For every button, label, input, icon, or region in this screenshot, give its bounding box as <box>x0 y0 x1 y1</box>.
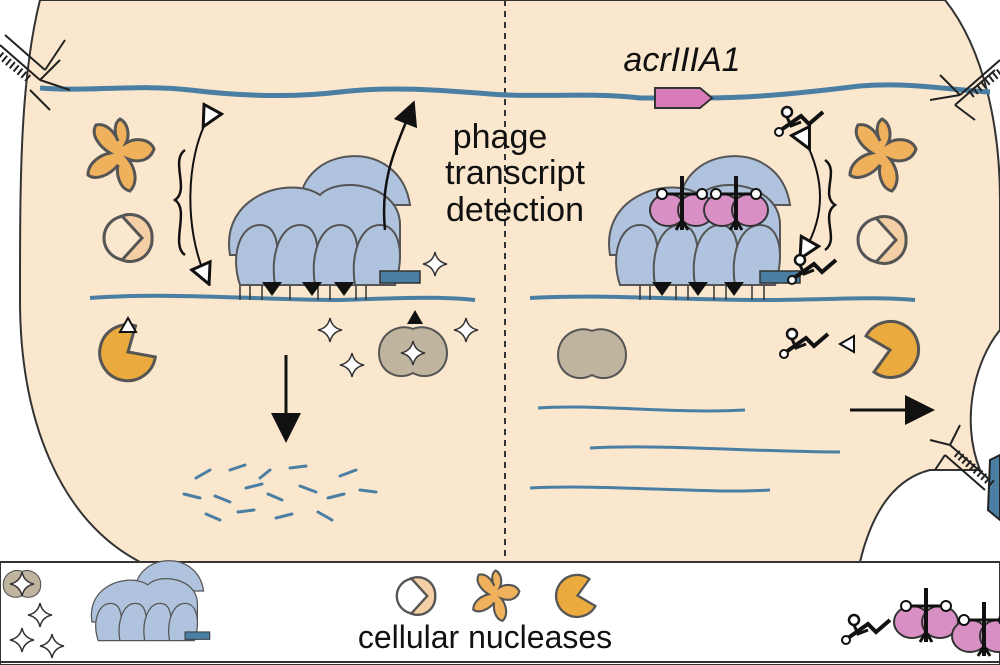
phage-genome-strand <box>39 82 991 101</box>
phage-tail-icon <box>929 59 1000 121</box>
activator-triangle-icon <box>837 334 855 354</box>
nuclease-grey-icon <box>557 328 627 380</box>
activator-triangle-icon <box>407 310 423 324</box>
phage-label-line2: transcript <box>445 154 585 192</box>
cas-active-sites <box>652 282 744 296</box>
activator-triangle-icon <box>118 315 138 333</box>
phage-tail-icon <box>929 424 995 491</box>
cell-cytoplasm <box>18 0 1000 563</box>
acr-gene-box <box>654 87 714 109</box>
phage-capsid-icon <box>986 453 1000 522</box>
phage-label-line3: detection <box>446 191 584 229</box>
cas-active-sites <box>262 282 354 296</box>
gene-label: acrIIIA1 <box>623 41 740 79</box>
phage-label-line1: phage <box>453 118 548 156</box>
brace-icon <box>172 148 186 257</box>
transcript-arrow <box>382 100 418 231</box>
double-arrow-icon <box>190 118 208 275</box>
brace-icon <box>824 158 838 252</box>
legend-label: cellular nucleases <box>358 619 612 655</box>
phage-tail-icon <box>0 34 71 111</box>
host-dna-strand <box>89 293 476 303</box>
double-arrow-icon <box>805 140 820 250</box>
dna-fragments <box>182 463 378 522</box>
phage-transcripts <box>529 405 841 493</box>
